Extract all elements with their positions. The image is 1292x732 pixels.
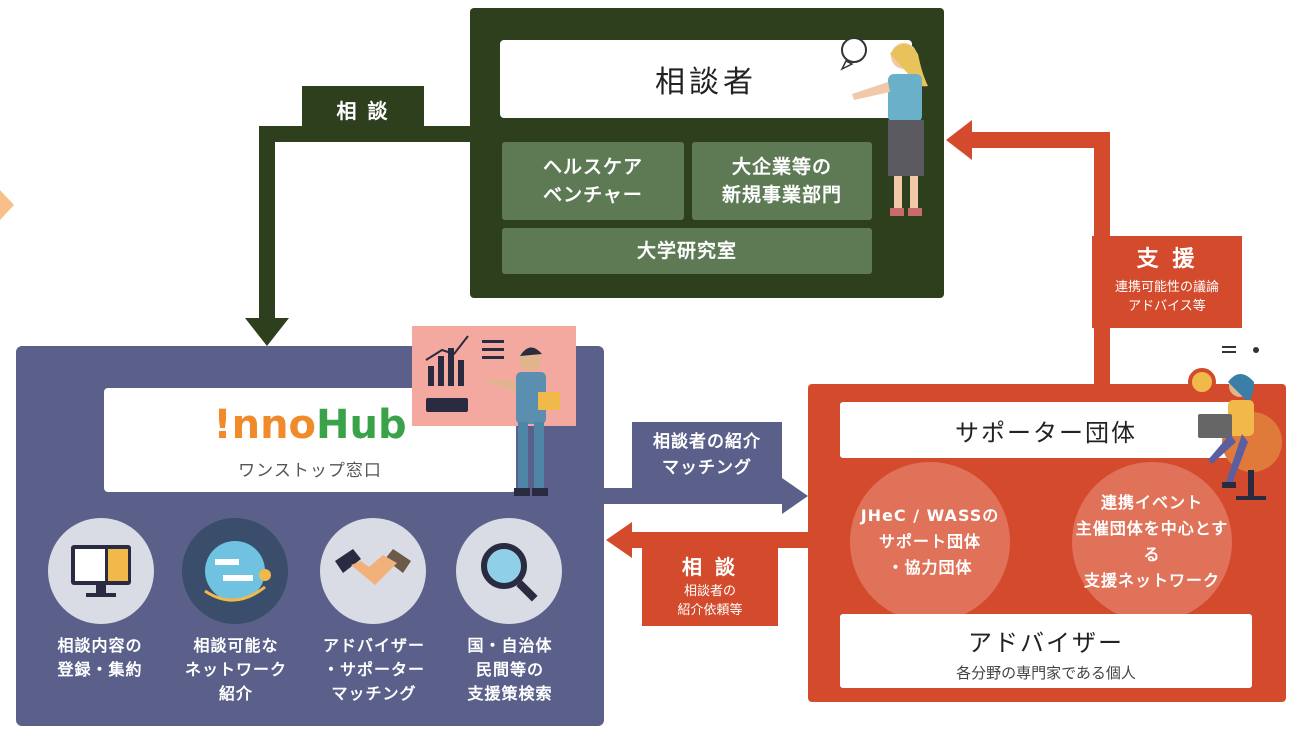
advisor-title: アドバイザー bbox=[968, 628, 1124, 657]
tile-large-enterprise: 大企業等の 新規事業部門 bbox=[692, 142, 872, 220]
feature-handshake bbox=[320, 518, 426, 624]
support-subtitle: 連携可能性の議論 アドバイス等 bbox=[1114, 280, 1219, 314]
tile-university-lab: 大学研究室 bbox=[502, 228, 872, 274]
supporter-person-illustration bbox=[1188, 346, 1282, 500]
handshake-icon bbox=[320, 518, 426, 624]
support-arrow-line bbox=[970, 132, 1110, 384]
support-arrowhead bbox=[946, 120, 972, 160]
feature-label-search: 国・自治体 民間等の 支援策検索 bbox=[467, 636, 553, 703]
support-label-box: 支 援 連携可能性の議論 アドバイス等 bbox=[1092, 236, 1242, 328]
consult-back-arrowhead bbox=[606, 522, 632, 558]
consult-back-subtitle: 相談者の 紹介依頼等 bbox=[677, 584, 743, 618]
support-title: 支 援 bbox=[1136, 247, 1198, 272]
intro-arrowhead bbox=[782, 478, 808, 514]
presenter-illustration bbox=[412, 326, 576, 496]
advisor-box: アドバイザー 各分野の専門家である個人 bbox=[840, 614, 1252, 688]
feature-label-register: 相談内容の 登録・集約 bbox=[57, 636, 143, 679]
consult-arrow-line bbox=[259, 126, 470, 320]
magnifier-icon bbox=[456, 518, 562, 624]
supporter-circle-jhec: JHeC / WASSの サポート団体 ・協力団体 bbox=[850, 462, 1010, 622]
feature-label-matching: アドバイザー ・サポーター マッチング bbox=[322, 636, 425, 703]
feature-label-network: 相談可能な ネットワーク 紹介 bbox=[184, 636, 287, 703]
consultant-title: 相談者 bbox=[655, 65, 757, 100]
intro-arrow-line bbox=[604, 488, 784, 504]
consult-arrowhead bbox=[245, 318, 289, 346]
feature-search bbox=[456, 518, 562, 624]
consult-back-arrow-line bbox=[630, 532, 808, 548]
advisor-subtitle: 各分野の専門家である個人 bbox=[956, 664, 1136, 682]
innohub-logo: !nnoHub bbox=[213, 402, 407, 448]
consult-top-label: 相 談 bbox=[302, 86, 424, 132]
consult-back-title: 相 談 bbox=[682, 554, 738, 579]
globe-network-icon bbox=[182, 518, 288, 624]
monitor-icon bbox=[48, 518, 154, 624]
supporter-title: サポーター団体 bbox=[840, 402, 1252, 458]
chevron-decoration-icon bbox=[0, 190, 14, 220]
innohub-subtitle: ワンストップ窓口 bbox=[238, 461, 382, 481]
feature-network bbox=[182, 518, 288, 624]
feature-monitor bbox=[46, 518, 154, 624]
consultant-person-illustration bbox=[840, 37, 928, 216]
tile-healthcare-venture: ヘルスケア ベンチャー bbox=[502, 142, 684, 220]
consult-back-label-box: 相 談 相談者の 紹介依頼等 bbox=[642, 548, 778, 626]
supporter-circle-network: 連携イベント 主催団体を中心とする 支援ネットワーク bbox=[1072, 462, 1232, 622]
intro-label: 相談者の紹介 マッチング bbox=[632, 422, 782, 488]
